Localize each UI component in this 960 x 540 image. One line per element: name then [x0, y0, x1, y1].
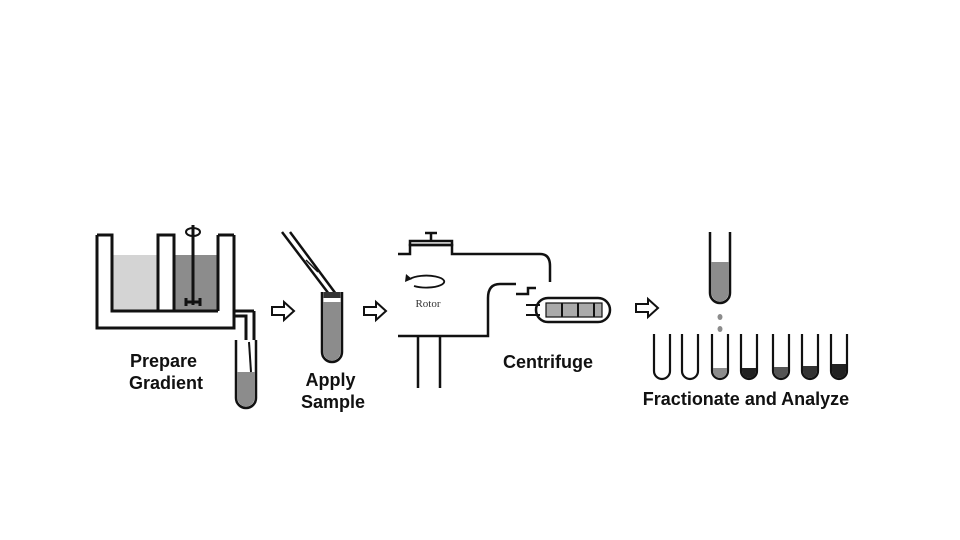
fraction-tube — [710, 334, 730, 381]
arrow-right-icon — [271, 299, 296, 323]
pipette — [281, 231, 338, 299]
fraction-tube — [800, 334, 820, 381]
arrow-right-icon — [635, 296, 660, 320]
apply-sample-label: Apply Sample — [301, 370, 365, 412]
source-tube — [708, 232, 732, 305]
rotor-label: Rotor — [415, 298, 440, 310]
stirrer-blade — [184, 298, 202, 306]
outlet-tubing — [234, 314, 248, 345]
divider-wall — [156, 233, 176, 313]
centrifuge-tube — [516, 286, 612, 324]
vessel-outline — [95, 235, 254, 330]
prepare-gradient-label: Prepare Gradient — [129, 351, 203, 393]
centrifuge-label: Centrifuge — [503, 352, 593, 372]
fraction-tube — [652, 334, 672, 381]
rotation-arrow-icon — [405, 274, 446, 289]
light-solution — [112, 255, 158, 311]
gradient-maker — [95, 225, 256, 345]
fractionate-label: Fractionate and Analyze — [643, 389, 849, 409]
centrifuge-rotor — [398, 231, 552, 388]
sample-tube — [320, 292, 344, 364]
fraction-tubes — [652, 334, 849, 381]
fraction-tube — [771, 334, 791, 381]
fraction-tube — [829, 334, 849, 381]
arrow-right-icon — [363, 299, 388, 323]
gradient-tube — [234, 340, 258, 410]
rotation-icon — [185, 227, 201, 237]
fraction-tube — [680, 334, 700, 381]
fraction-tube — [739, 334, 759, 381]
